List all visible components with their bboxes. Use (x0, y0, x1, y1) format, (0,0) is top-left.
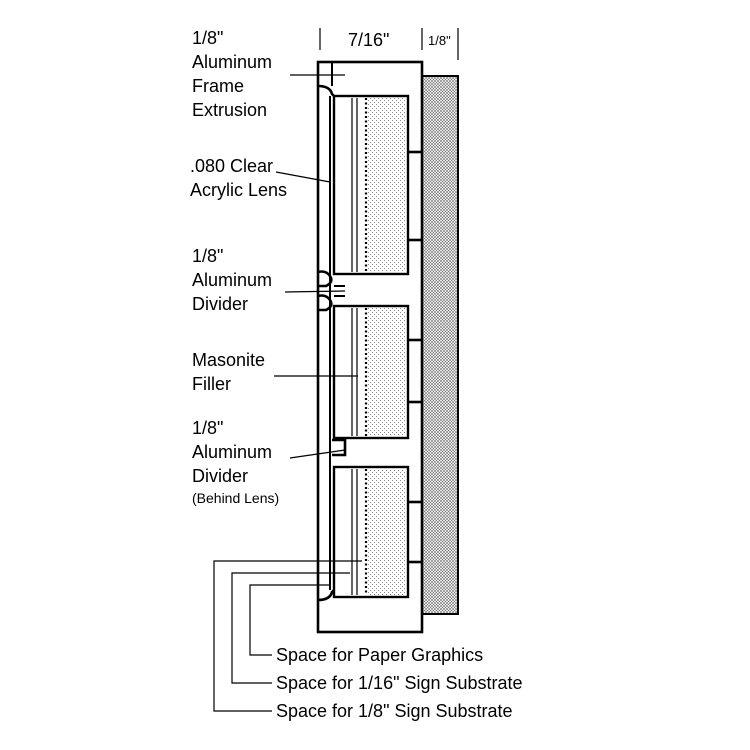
svg-text:Divider: Divider (192, 294, 248, 314)
label-divider-bottom: 1/8" Aluminum Divider (Behind Lens) (192, 418, 279, 506)
label-frame-extrusion: 1/8" Aluminum Frame Extrusion (192, 28, 272, 120)
insert-panel-3 (332, 465, 422, 599)
dimension-panel: 1/8" (428, 33, 451, 48)
label-space-1-8-substrate: Space for 1/8" Sign Substrate (276, 701, 513, 721)
frame-hook-top (317, 84, 335, 97)
divider-top-notch-lower (317, 294, 333, 312)
svg-text:Divider: Divider (192, 466, 248, 486)
dimension-depth: 7/16" (348, 30, 389, 50)
svg-text:.080 Clear: .080 Clear (190, 156, 273, 176)
svg-text:Frame: Frame (192, 76, 244, 96)
divider-top-notch-upper (317, 270, 333, 288)
label-divider-top: 1/8" Aluminum Divider (192, 246, 272, 314)
svg-text:Extrusion: Extrusion (192, 100, 267, 120)
svg-text:1/8": 1/8" (192, 246, 223, 266)
leader-lines (213, 74, 362, 712)
label-acrylic-lens: .080 Clear Acrylic Lens (190, 156, 287, 200)
label-space-1-16-substrate: Space for 1/16" Sign Substrate (276, 673, 523, 693)
divider-bottom-bar (332, 438, 347, 457)
svg-text:Filler: Filler (192, 374, 231, 394)
dimension-markers: 7/16" 1/8" (319, 28, 459, 60)
label-space-paper-graphics: Space for Paper Graphics (276, 645, 483, 665)
backer-panel (421, 75, 459, 615)
frame-hook-bottom (317, 589, 335, 602)
svg-text:1/8": 1/8" (192, 418, 223, 438)
svg-text:Aluminum: Aluminum (192, 270, 272, 290)
svg-text:1/8": 1/8" (192, 28, 223, 48)
label-masonite-filler: Masonite Filler (192, 350, 265, 394)
svg-text:Aluminum: Aluminum (192, 52, 272, 72)
insert-panel-1 (332, 94, 422, 276)
svg-text:(Behind Lens): (Behind Lens) (192, 490, 279, 506)
svg-text:Acrylic Lens: Acrylic Lens (190, 180, 287, 200)
svg-text:Masonite: Masonite (192, 350, 265, 370)
insert-panel-2 (332, 304, 422, 440)
svg-text:Aluminum: Aluminum (192, 442, 272, 462)
